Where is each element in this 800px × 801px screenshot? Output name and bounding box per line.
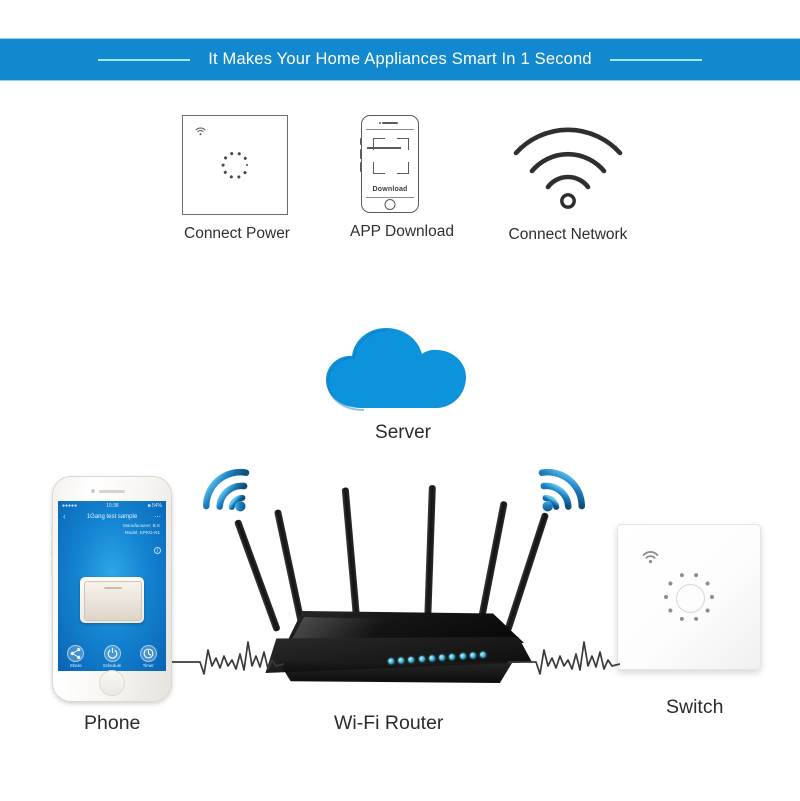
- router-antenna: [341, 487, 361, 630]
- qr-scanner-frame-icon: [373, 138, 409, 174]
- qr-scan-line: [367, 147, 401, 149]
- action-label-schedule: Schedule: [102, 663, 122, 668]
- wifi-signal-icon: [202, 468, 250, 512]
- device-manufacturer: Manufacturer: B.S: [122, 523, 160, 528]
- network-diagram: ●●●●● 10:38 ■ 54% ‹ 1Gang test sample ⋯ …: [0, 440, 800, 801]
- router-device: [233, 484, 550, 700]
- router-antenna: [476, 500, 508, 630]
- app-nav-bar: ‹ 1Gang test sample ⋯: [58, 510, 166, 523]
- phone-speaker: [99, 490, 125, 493]
- switch-label: Switch: [666, 696, 724, 718]
- header-banner: It Makes Your Home Appliances Smart In 1…: [0, 38, 800, 81]
- banner-rule-left: [98, 58, 191, 61]
- phone-camera-icon: [91, 489, 95, 493]
- banner-rule-right: [609, 58, 702, 61]
- router-base: [278, 661, 513, 683]
- wifi-signal-icon: [538, 468, 586, 512]
- step-connect-power: Connect Power: [182, 115, 292, 243]
- cloud-icon: [326, 328, 466, 411]
- signal-waveform-icon: [172, 641, 284, 675]
- server-label: Server: [375, 422, 431, 443]
- setup-steps: Connect Power Download APP Download: [140, 115, 660, 275]
- timer-clock-icon: [139, 644, 157, 662]
- router-antenna: [424, 484, 436, 626]
- step-app-download: Download APP Download: [350, 115, 454, 241]
- status-battery: ■ 54%: [147, 502, 162, 509]
- phone-label: Phone: [84, 712, 141, 734]
- wall-switch-outline-icon: [182, 115, 292, 215]
- phone-button-silent: [51, 525, 53, 535]
- router-label: Wi-Fi Router: [334, 712, 444, 734]
- router-antenna: [504, 511, 550, 633]
- phone-qr-download-icon: Download: [359, 115, 419, 213]
- back-chevron-icon[interactable]: ‹: [63, 512, 66, 521]
- phone-button-volume-up: [51, 540, 53, 556]
- status-signal: ●●●●●: [62, 502, 78, 509]
- phone-status-bar: ●●●●● 10:38 ■ 54%: [58, 501, 166, 510]
- phone-device: ●●●●● 10:38 ■ 54% ‹ 1Gang test sample ⋯ …: [51, 476, 172, 702]
- device-model: Model: KPKG-N1: [124, 529, 160, 535]
- switch-device: [617, 524, 761, 670]
- action-label-timer: Timer: [142, 663, 154, 668]
- wifi-icon: [195, 127, 206, 136]
- indicator-dot-ring: [221, 151, 249, 179]
- phone-home-button[interactable]: [99, 670, 125, 696]
- home-button-icon: [384, 199, 396, 210]
- device-meta: Manufacturer: B.S Model: KPKG-N1: [58, 523, 166, 536]
- share-icon: [67, 644, 85, 662]
- banner-title: It Makes Your Home Appliances Smart In 1…: [208, 50, 592, 68]
- step-label-app-download: APP Download: [350, 223, 454, 240]
- server-node: Server: [318, 318, 488, 444]
- router-antenna: [233, 518, 281, 633]
- app-title: 1Gang test sample: [86, 513, 138, 520]
- more-options-icon[interactable]: ⋯: [154, 513, 161, 521]
- phone-button-volume-down: [51, 560, 53, 576]
- step-label-connect-network: Connect Network: [508, 226, 628, 243]
- signal-waveform-icon: [508, 641, 620, 675]
- wifi-outline-icon: [508, 119, 628, 216]
- action-schedule[interactable]: Schedule: [102, 644, 122, 668]
- switch-preview-image[interactable]: [80, 577, 144, 623]
- phone-button-volume-up: [359, 149, 362, 159]
- phone-button-silent: [359, 138, 362, 145]
- download-label: Download: [372, 186, 408, 193]
- action-share[interactable]: Share: [67, 644, 85, 668]
- step-connect-network: Connect Network: [488, 119, 648, 244]
- schedule-power-icon: [103, 644, 121, 662]
- wifi-icon: [642, 551, 659, 564]
- info-circle-icon[interactable]: i: [154, 547, 161, 554]
- app-action-bar: Share Schedule: [58, 644, 166, 668]
- switch-touch-indicator[interactable]: [662, 570, 716, 624]
- status-time: 10:38: [106, 502, 119, 509]
- phone-screen: ●●●●● 10:38 ■ 54% ‹ 1Gang test sample ⋯ …: [58, 501, 166, 671]
- action-label-share: Share: [69, 663, 82, 668]
- phone-button-volume-down: [359, 162, 362, 172]
- step-label-connect-power: Connect Power: [184, 225, 290, 242]
- action-timer[interactable]: Timer: [139, 644, 157, 668]
